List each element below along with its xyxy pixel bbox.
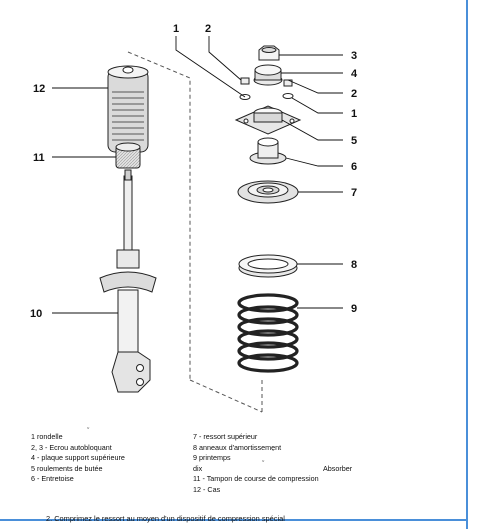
legend-item: 4 - plaque support supérieure <box>31 453 125 463</box>
compression-bump-stop <box>115 142 141 169</box>
callout-3: 3 <box>351 50 357 62</box>
legend-item: 12 - Cas <box>193 484 221 494</box>
callout-1-right: 1 <box>351 108 357 120</box>
callout-1-top: 1 <box>173 23 179 35</box>
callout-5: 5 <box>351 135 357 147</box>
stray-mark: ˇ <box>262 461 265 468</box>
self-locking-nut-3 <box>258 45 280 61</box>
callout-6: 6 <box>351 161 357 173</box>
legend-absorber-text: Absorber <box>323 464 353 473</box>
legend-right: 7 - ressort supérieur 8 anneaux d'amorti… <box>193 432 319 496</box>
callout-10: 10 <box>30 308 42 320</box>
legend-left: 1 rondelle 2, 3 - Ecrou autobloquant 4 -… <box>31 432 125 485</box>
legend-item: 9 printemps <box>193 453 231 463</box>
leader-lines <box>52 36 343 314</box>
callout-12: 12 <box>33 83 45 95</box>
callout-7: 7 <box>351 187 357 199</box>
callout-numbers: 1 2 3 4 2 1 5 6 7 8 9 10 11 12 <box>30 23 358 320</box>
legend-item: 2, 3 - Ecrou autobloquant <box>31 442 112 452</box>
mounting-plate-assembly <box>234 105 302 135</box>
callout-11: 11 <box>33 152 45 164</box>
callout-2-top: 2 <box>205 23 211 35</box>
shock-absorber-body <box>99 249 157 393</box>
piston-rod <box>123 169 133 253</box>
strut-exploded-diagram: 1 2 3 4 2 1 5 6 7 8 9 10 11 12 <box>30 23 358 413</box>
assembly-axis-dashed <box>127 51 263 413</box>
stray-mark: ˇ <box>272 450 275 457</box>
instruction-step: 2. Comprimez le ressort au moyen d'un di… <box>46 514 285 523</box>
legend-item: 6 - Entretoise <box>31 474 74 484</box>
stray-mark: ˇ <box>87 428 90 435</box>
upper-support-plate-4 <box>253 64 283 86</box>
callout-2-right: 2 <box>351 88 357 100</box>
damping-ring-8 <box>238 254 298 278</box>
coil-spring-9 <box>237 293 299 373</box>
legend-item: 11 - Tampon de course de compression <box>193 474 319 484</box>
upper-spring-seat-7 <box>237 180 299 204</box>
legend-item: 5 roulements de butée <box>31 463 103 473</box>
legend-item: 7 - ressort supérieur <box>193 432 258 441</box>
spacer-6 <box>249 137 287 165</box>
callout-8: 8 <box>351 259 357 271</box>
page-edge-bottom <box>0 519 468 521</box>
callout-9: 9 <box>351 303 357 315</box>
page-edge-right <box>466 0 468 529</box>
legend-item: 8 anneaux d'amortissement <box>193 442 282 452</box>
legend-item: 1 rondelle <box>31 432 63 441</box>
legend-item: dix <box>193 463 203 473</box>
callout-4: 4 <box>351 68 358 80</box>
dust-boot-housing <box>107 65 149 153</box>
